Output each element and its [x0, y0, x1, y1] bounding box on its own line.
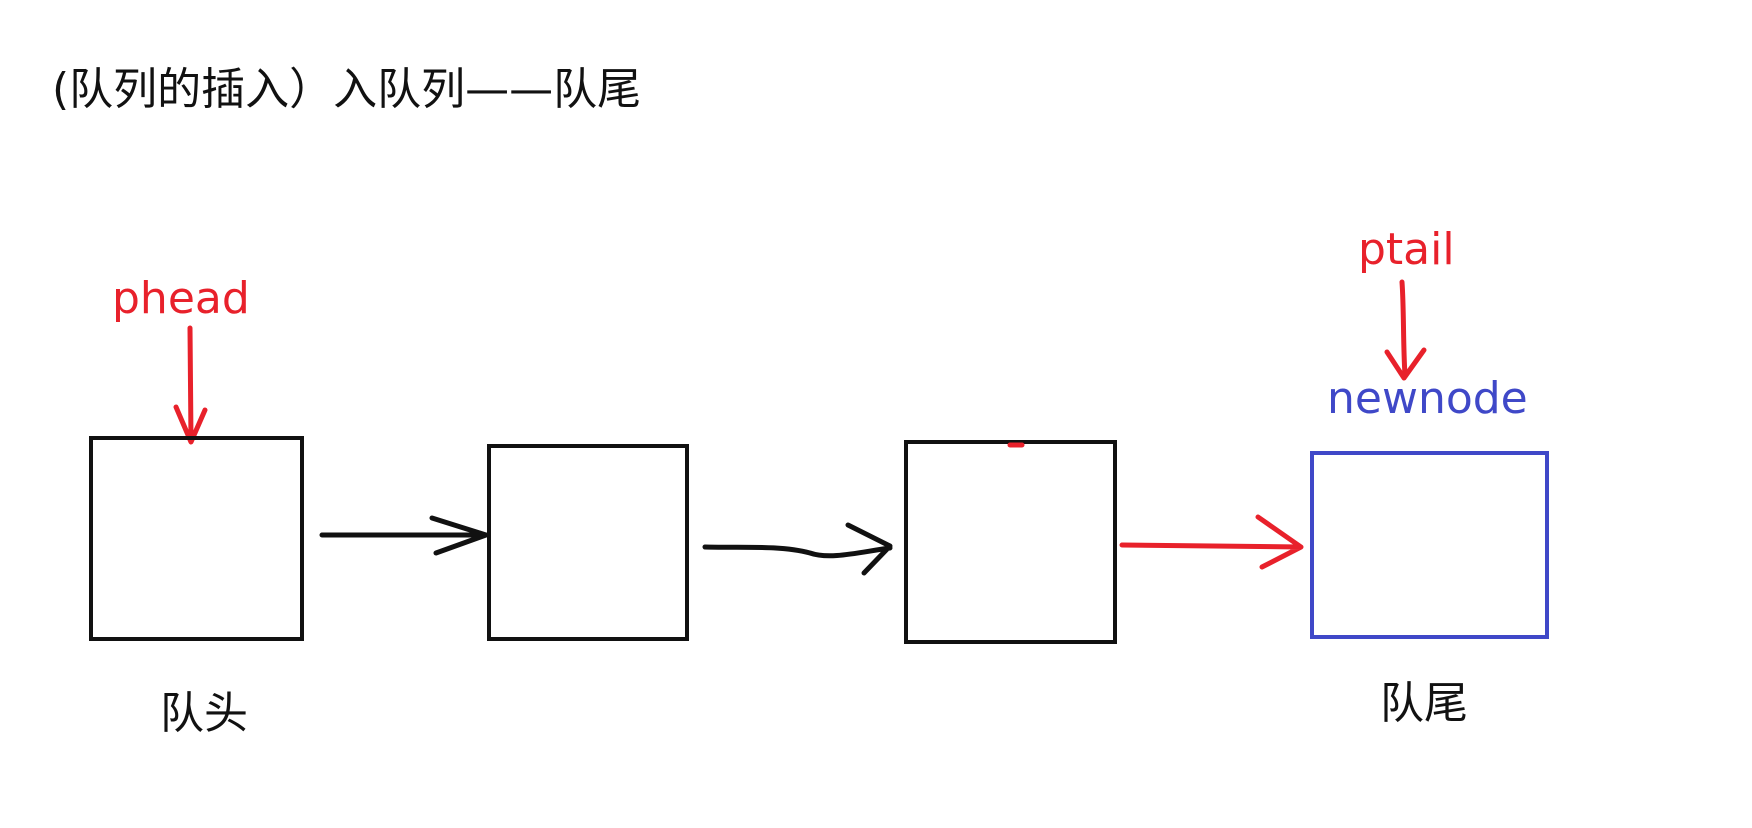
queue-node-3 [904, 440, 1117, 644]
diagram-title: (队列的插入）入队列——队尾 [52, 64, 641, 115]
ptail-label: ptail [1358, 224, 1455, 275]
newnode-label: newnode [1327, 373, 1528, 424]
queue-node-1 [89, 436, 304, 641]
phead-label: phead [112, 273, 250, 324]
new-node [1310, 451, 1549, 639]
link-node2-to-node3 [702, 522, 893, 576]
queue-node-2 [487, 444, 689, 641]
link-node3-to-newnode [1119, 514, 1304, 570]
rear-label: 队尾 [1380, 678, 1468, 729]
ptail-arrow [1384, 279, 1427, 381]
link-node1-to-node2 [319, 515, 489, 556]
front-label: 队头 [160, 688, 248, 739]
phead-arrow [173, 325, 208, 445]
